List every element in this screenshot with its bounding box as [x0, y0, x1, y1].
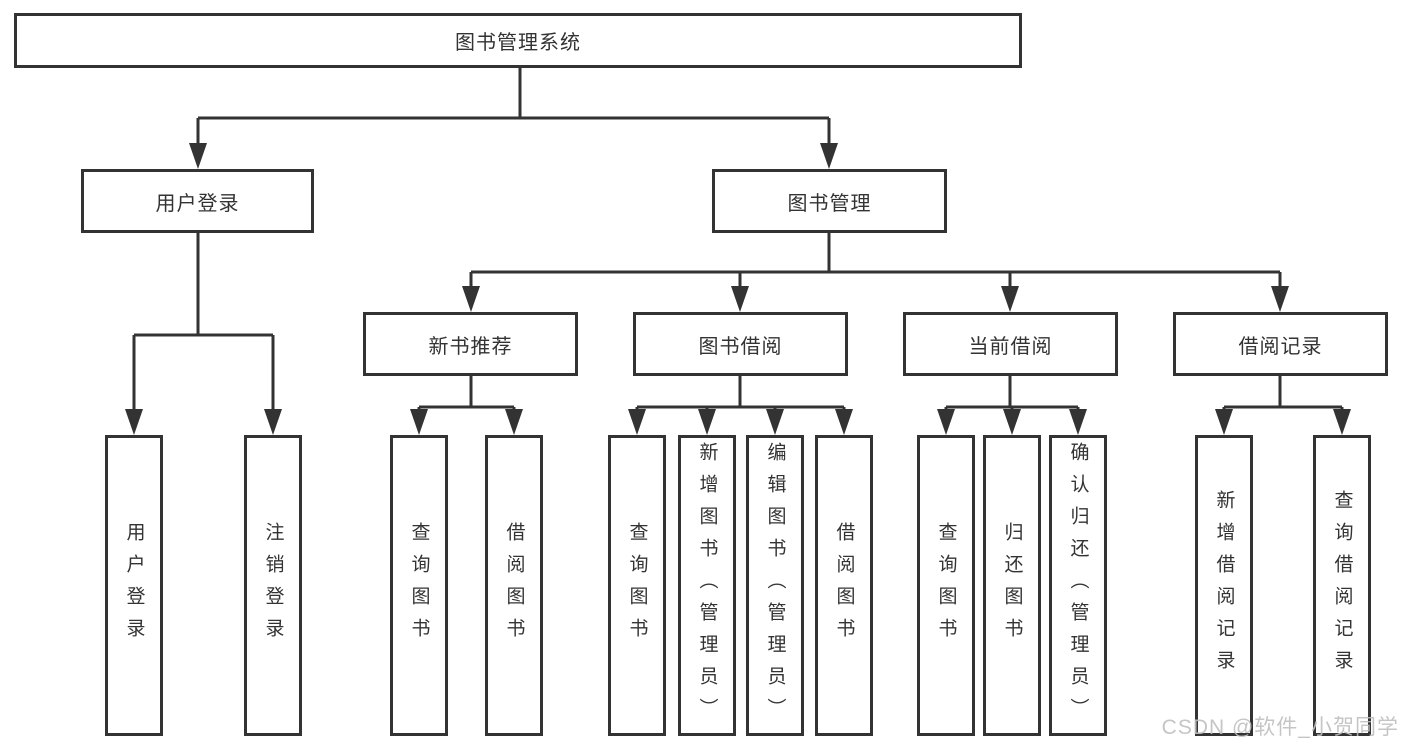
leaf-label: 用户登录	[123, 521, 145, 650]
watermark: CSDN @软件_小贺同学	[1161, 716, 1399, 739]
leaf-label: 新增借阅记录	[1213, 489, 1235, 682]
leaf-return-books: 归还图书	[983, 435, 1041, 736]
leaf-query-books-current: 查询图书	[917, 435, 975, 736]
leaf-user-login: 用户登录	[105, 435, 163, 736]
leaf-label: 借阅图书	[833, 521, 855, 650]
node-new-book-recommendation: 新书推荐	[363, 312, 578, 376]
leaf-query-books-borrow: 查询图书	[608, 435, 666, 736]
leaf-edit-book-admin: 编辑图书（管理员）	[746, 435, 804, 736]
leaf-query-borrow-record: 查询借阅记录	[1313, 435, 1371, 736]
node-label: 图书管理系统	[455, 32, 581, 54]
leaf-label: 注销登录	[262, 521, 284, 650]
leaf-label: 确认归还（管理员）	[1067, 441, 1089, 730]
leaf-add-borrow-record: 新增借阅记录	[1195, 435, 1253, 736]
leaf-label: 归还图书	[1001, 521, 1023, 650]
leaf-borrow-books-recommend: 借阅图书	[485, 435, 543, 736]
leaf-label: 查询图书	[935, 521, 957, 650]
node-library-management-system: 图书管理系统	[14, 13, 1022, 68]
node-label: 图书管理	[787, 192, 872, 215]
leaf-label: 查询图书	[626, 521, 648, 650]
leaf-label: 查询图书	[408, 521, 430, 650]
node-current-borrowing: 当前借阅	[903, 312, 1118, 376]
leaf-label: 借阅图书	[503, 521, 525, 650]
leaf-add-book-admin: 新增图书（管理员）	[678, 435, 736, 736]
node-label: 当前借阅	[968, 335, 1053, 358]
node-user-login: 用户登录	[81, 169, 314, 233]
leaf-label: 编辑图书（管理员）	[764, 441, 786, 730]
leaf-confirm-return-admin: 确认归还（管理员）	[1049, 435, 1107, 736]
leaf-label: 查询借阅记录	[1331, 489, 1353, 682]
leaf-logout: 注销登录	[244, 435, 302, 736]
node-borrowing-records: 借阅记录	[1173, 312, 1388, 376]
node-label: 图书借阅	[698, 335, 783, 358]
node-label: 用户登录	[155, 192, 240, 215]
node-label: 新书推荐	[428, 335, 513, 358]
node-book-borrowing: 图书借阅	[633, 312, 848, 376]
node-book-management: 图书管理	[712, 169, 947, 233]
leaf-borrow-books-borrow: 借阅图书	[815, 435, 873, 736]
leaf-label: 新增图书（管理员）	[696, 441, 718, 730]
leaf-query-books-recommend: 查询图书	[390, 435, 448, 736]
node-label: 借阅记录	[1238, 335, 1323, 358]
